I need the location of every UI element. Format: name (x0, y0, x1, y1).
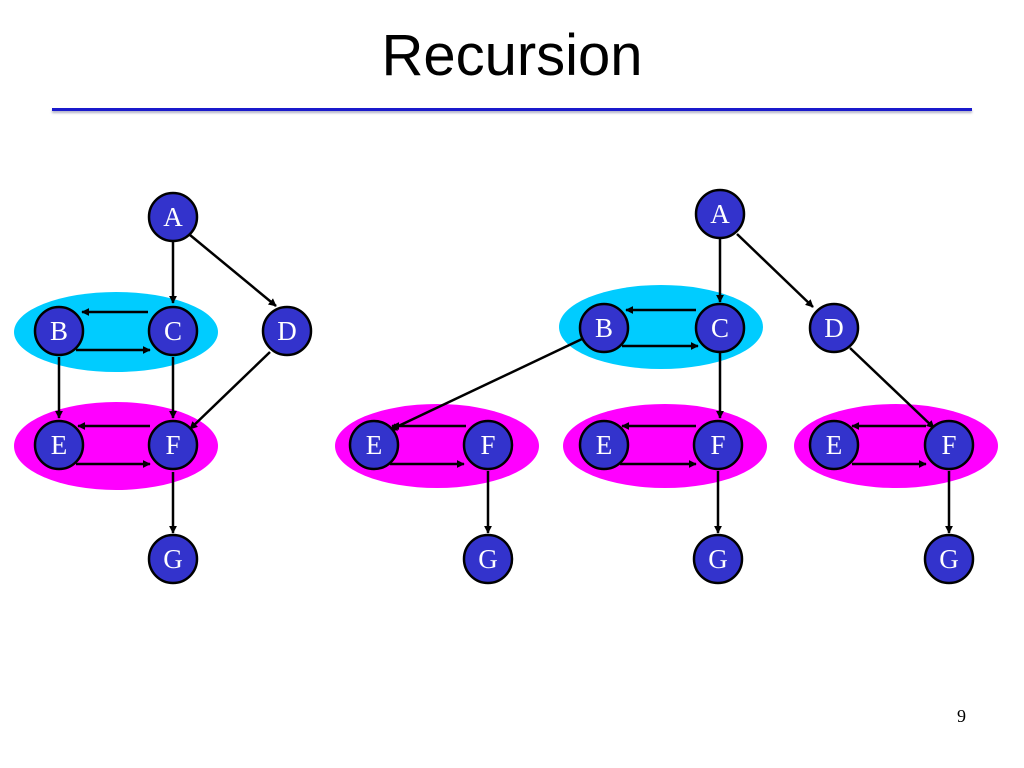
page-number: 9 (957, 706, 966, 726)
edge-d-f-left (189, 351, 271, 430)
node-label: B (50, 316, 68, 346)
node-c-left: C (147, 305, 199, 357)
node-b-right: B (578, 302, 630, 354)
node-f-right-3: F (923, 419, 975, 471)
node-e-left: E (33, 419, 85, 471)
node-a-right: A (694, 188, 746, 240)
node-label: F (941, 430, 956, 460)
right-graph: A B C D E F G (335, 188, 998, 585)
node-e-right-2: E (578, 419, 630, 471)
node-label: D (824, 313, 844, 343)
node-label: E (51, 430, 68, 460)
node-label: E (366, 430, 383, 460)
node-label: E (596, 430, 613, 460)
node-label: F (710, 430, 725, 460)
left-graph: A B C D E F G (14, 191, 313, 585)
node-label: G (478, 544, 498, 574)
node-label: F (480, 430, 495, 460)
node-label: G (163, 544, 183, 574)
node-a-left: A (147, 191, 199, 243)
node-label: G (939, 544, 959, 574)
edge-a-d-right (736, 233, 814, 308)
node-label: A (163, 202, 183, 232)
node-label: D (277, 316, 297, 346)
node-g-right-3: G (923, 533, 975, 585)
node-e-right-3: E (808, 419, 860, 471)
node-label: C (711, 313, 729, 343)
node-f-right-1: F (462, 419, 514, 471)
node-label: B (595, 313, 613, 343)
node-label: E (826, 430, 843, 460)
node-b-left: B (33, 305, 85, 357)
node-label: G (708, 544, 728, 574)
node-g-right-2: G (692, 533, 744, 585)
node-d-left: D (261, 305, 313, 357)
edge-d-f-right (849, 347, 935, 429)
node-d-right: D (808, 302, 860, 354)
title-underline (52, 108, 972, 111)
edge-b-e-right (389, 337, 583, 432)
node-f-left: F (147, 419, 199, 471)
slide-title: Recursion (381, 23, 643, 88)
node-e-right-1: E (348, 419, 400, 471)
node-g-left: G (147, 533, 199, 585)
node-label: C (164, 316, 182, 346)
edge-a-d-left (189, 234, 277, 307)
node-f-right-2: F (692, 419, 744, 471)
node-g-right-1: G (462, 533, 514, 585)
node-label: A (710, 199, 730, 229)
node-label: F (165, 430, 180, 460)
node-c-right: C (694, 302, 746, 354)
